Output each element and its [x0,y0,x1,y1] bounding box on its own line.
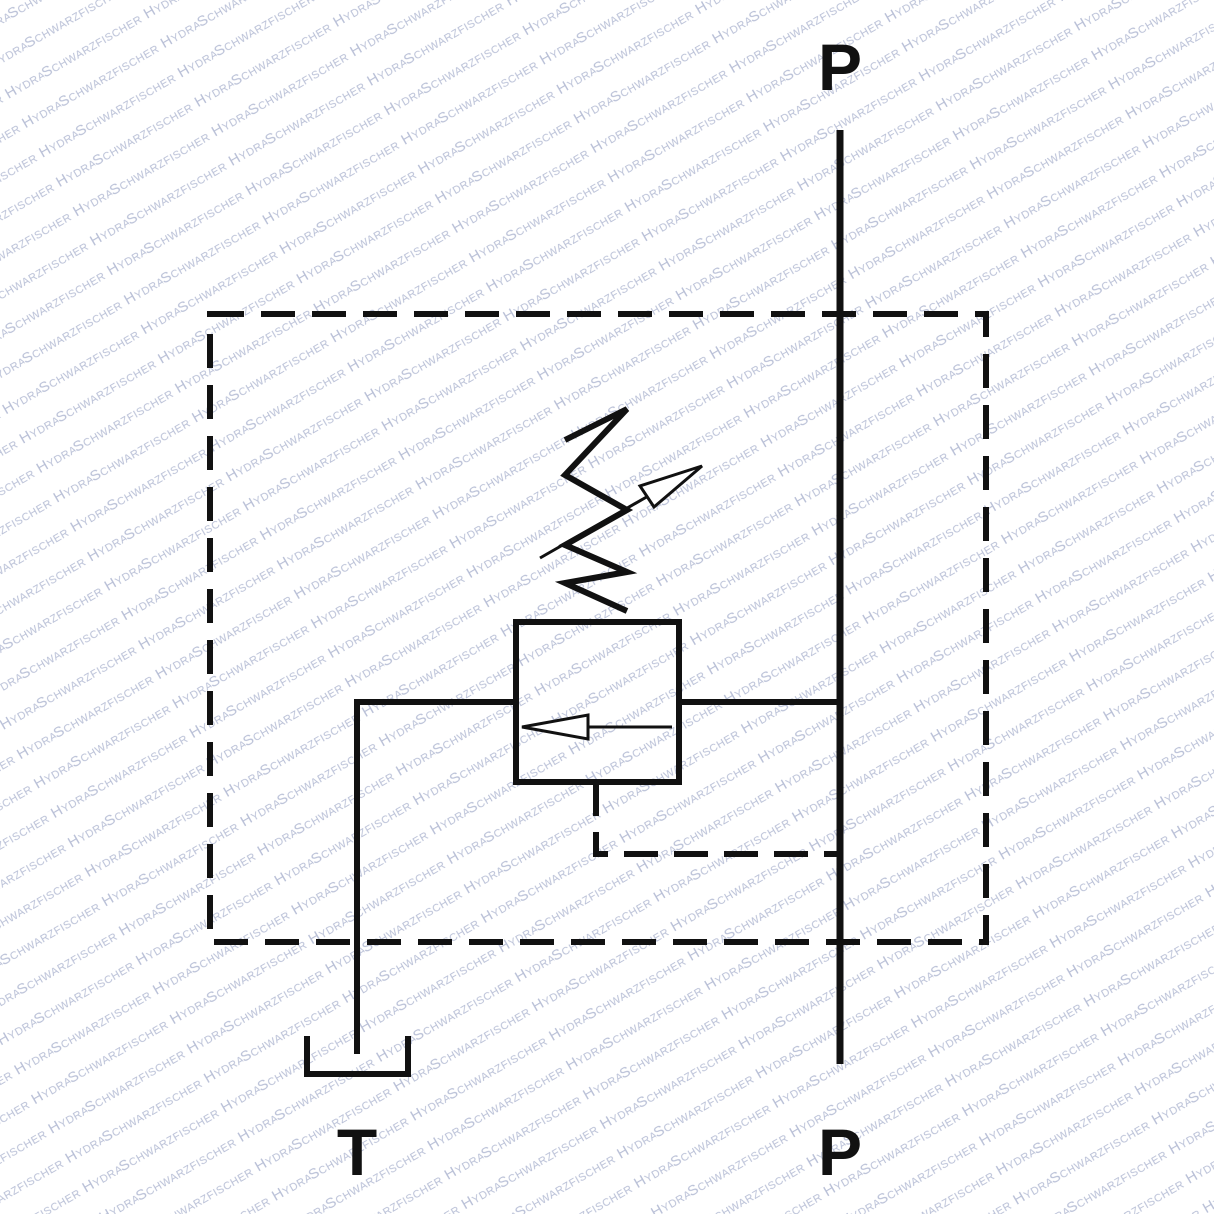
tank-line [354,699,516,1054]
adjustment-arrow-shaft [539,493,651,560]
flow-arrow-head [521,713,590,741]
adjustable-spring-icon [637,464,703,510]
port-label-t: T [337,1115,377,1189]
port-label-p-top: P [818,30,862,104]
valve-enclosure-dashed [207,311,989,945]
diagram-group: P P T [207,30,989,1189]
port-label-p-bottom: P [818,1115,862,1189]
tank-symbol-icon [304,1036,411,1077]
pilot-line-dashed [593,782,840,857]
